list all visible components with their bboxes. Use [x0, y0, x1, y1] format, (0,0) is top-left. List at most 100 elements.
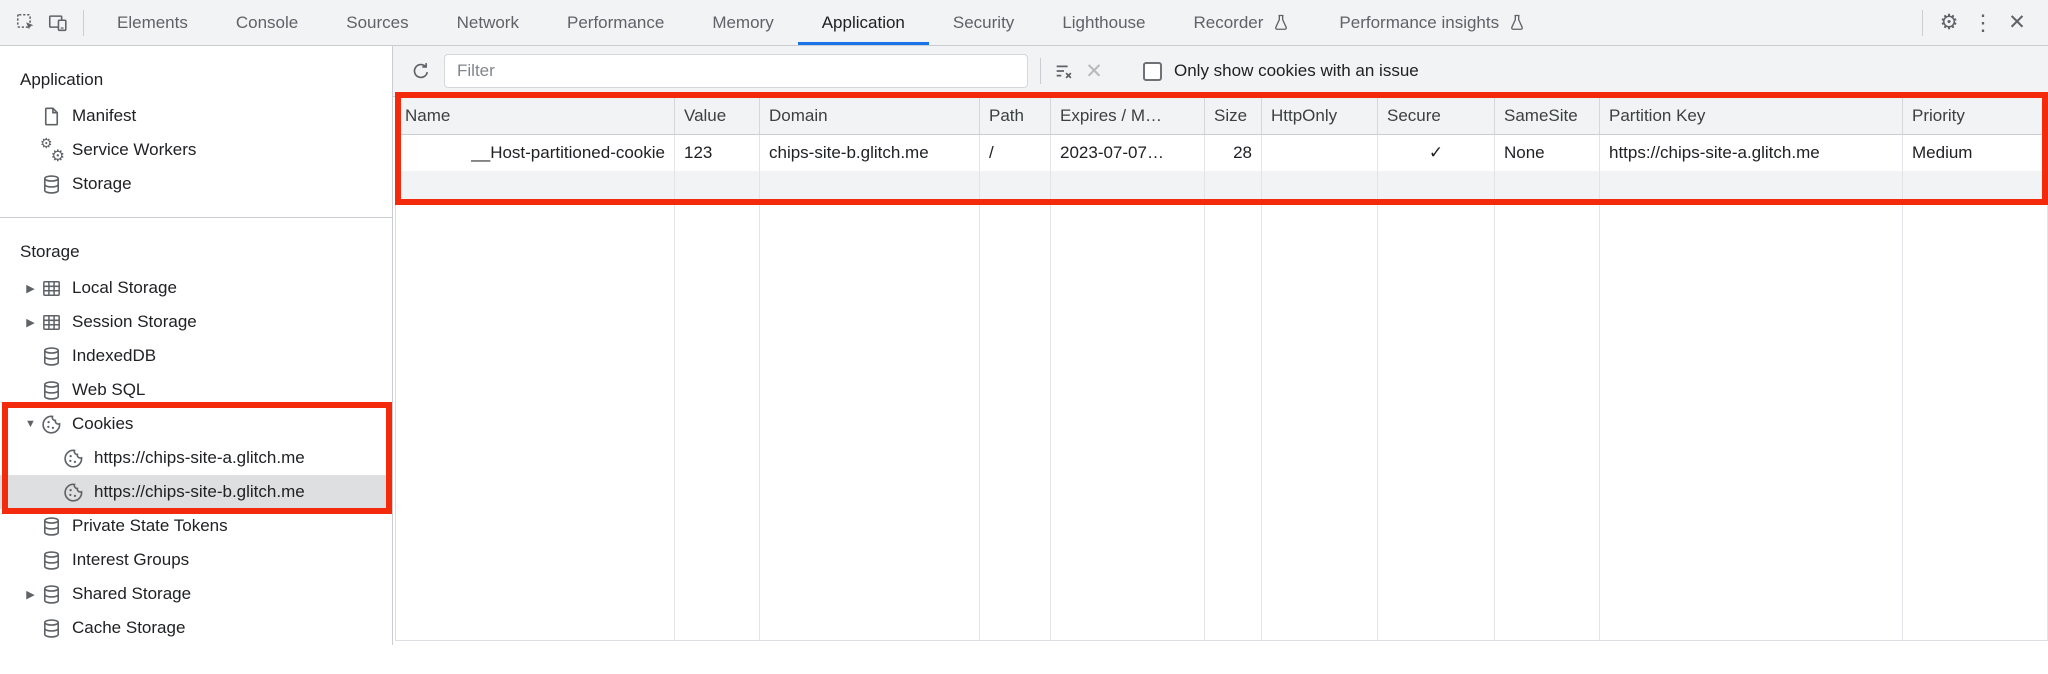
sidebar-item-https-chips-site-a-glitch-me[interactable]: https://chips-site-a.glitch.me — [0, 441, 392, 475]
delete-selected-button[interactable]: ✕ — [1079, 56, 1109, 86]
more-options-button[interactable]: ⋮ — [1966, 6, 2000, 40]
document-icon — [40, 105, 63, 128]
cell-httponly[interactable] — [1262, 135, 1378, 171]
sidebar-item-label: IndexedDB — [72, 346, 157, 365]
sidebar-item-shared-storage[interactable]: ▶ Shared Storage — [0, 577, 392, 611]
tab-application[interactable]: Application — [797, 0, 929, 45]
devtools-tab-bar: Elements Console Sources Network Performance… — [0, 0, 2048, 46]
tab-security[interactable]: Security — [929, 0, 1038, 45]
filler-cell — [1600, 171, 1903, 199]
tab-label: Lighthouse — [1062, 12, 1146, 32]
column-header-domain[interactable]: Domain — [760, 97, 980, 134]
device-toolbar-icon — [48, 14, 67, 31]
tab-label: Console — [235, 12, 299, 32]
sidebar-item-service-workers[interactable]: ⚙⚙Service Workers — [0, 133, 392, 167]
sidebar-item-cookies[interactable]: ▼Cookies — [0, 407, 392, 441]
tab-sources[interactable]: Sources — [322, 0, 432, 45]
tab-performance[interactable]: Performance — [543, 0, 688, 45]
filler-cell — [1262, 171, 1378, 199]
column-header-path[interactable]: Path — [980, 97, 1051, 134]
empty-cell — [1495, 199, 1600, 640]
tab-network[interactable]: Network — [433, 0, 543, 45]
device-toolbar-button[interactable] — [42, 7, 74, 39]
cell-partition-key[interactable]: https://chips-site-a.glitch.me — [1600, 135, 1903, 171]
sidebar-item-web-sql[interactable]: Web SQL — [0, 373, 392, 407]
tab-memory[interactable]: Memory — [688, 0, 797, 45]
gears-icon: ⚙⚙ — [40, 134, 65, 165]
cell-samesite[interactable]: None — [1495, 135, 1600, 171]
column-header-httponly[interactable]: HttpOnly — [1262, 97, 1378, 134]
column-header-expires-m[interactable]: Expires / M… — [1051, 97, 1205, 134]
filler-cell — [1495, 171, 1600, 199]
tab-performance-insights[interactable]: Performance insights — [1315, 0, 1551, 45]
column-header-value[interactable]: Value — [675, 97, 760, 134]
chevron-collapsed-icon[interactable]: ▶ — [26, 316, 35, 329]
cell-domain[interactable]: chips-site-b.glitch.me — [760, 135, 980, 171]
column-header-priority[interactable]: Priority — [1903, 97, 2048, 134]
chevron-collapsed-icon[interactable]: ▶ — [26, 588, 35, 601]
cell-priority[interactable]: Medium — [1903, 135, 2048, 171]
tab-console[interactable]: Console — [212, 0, 322, 45]
empty-cell — [760, 199, 980, 640]
cookie-icon — [40, 413, 63, 436]
cell-value[interactable]: 123 — [675, 135, 760, 171]
experiment-flask-icon — [1271, 13, 1291, 33]
sidebar-item-https-chips-site-b-glitch-me[interactable]: https://chips-site-b.glitch.me — [0, 475, 392, 509]
column-header-samesite[interactable]: SameSite — [1495, 97, 1600, 134]
table-empty-area — [396, 199, 2048, 640]
sidebar-item-interest-groups[interactable]: Interest Groups — [0, 543, 392, 577]
column-header-secure[interactable]: Secure — [1378, 97, 1495, 134]
tab-elements[interactable]: Elements — [93, 0, 212, 45]
cell-secure[interactable]: ✓ — [1378, 135, 1495, 171]
experiment-flask-icon — [1507, 13, 1527, 33]
sidebar-item-manifest[interactable]: Manifest — [0, 99, 392, 133]
sidebar-item-label: Shared Storage — [72, 584, 192, 603]
filler-cell — [760, 171, 980, 199]
grid-icon — [40, 277, 63, 300]
chevron-expanded-icon[interactable]: ▼ — [25, 418, 36, 430]
column-header-name[interactable]: Name — [396, 97, 675, 134]
column-header-size[interactable]: Size — [1205, 97, 1262, 134]
sidebar-item-label: Web SQL — [72, 380, 146, 399]
database-icon — [40, 549, 63, 572]
refresh-button[interactable] — [406, 56, 436, 86]
tab-label: Network — [456, 12, 519, 32]
sidebar-item-label: Storage — [72, 174, 132, 193]
sidebar-item-private-state-tokens[interactable]: Private State Tokens — [0, 509, 392, 543]
column-header-partition-key[interactable]: Partition Key — [1600, 97, 1903, 134]
cell-expires-m[interactable]: 2023-07-07… — [1051, 135, 1205, 171]
issue-filter-label[interactable]: Only show cookies with an issue — [1174, 61, 1419, 80]
refresh-icon — [413, 63, 429, 79]
cell-name[interactable]: __Host-partitioned-cookie — [396, 135, 675, 171]
inspect-element-button[interactable] — [10, 7, 42, 39]
sidebar-item-indexeddb[interactable]: IndexedDB — [0, 339, 392, 373]
settings-button[interactable]: ⚙ — [1932, 6, 1966, 40]
cell-size[interactable]: 28 — [1205, 135, 1262, 171]
close-devtools-button[interactable]: ✕ — [2000, 6, 2034, 40]
clear-filter-button[interactable] — [1049, 56, 1079, 86]
tab-lighthouse[interactable]: Lighthouse — [1038, 0, 1169, 45]
empty-cell — [1903, 199, 2048, 640]
sidebar-item-cache-storage[interactable]: Cache Storage — [0, 611, 392, 645]
tab-label: Application — [821, 12, 905, 32]
cell-path[interactable]: / — [980, 135, 1051, 171]
empty-cell — [1205, 199, 1262, 640]
sidebar-item-label: Local Storage — [72, 278, 177, 297]
sidebar-item-storage[interactable]: Storage — [0, 167, 392, 201]
empty-cell — [1051, 199, 1205, 640]
tab-label: Performance insights — [1339, 12, 1500, 32]
cookies-panel: ✕ Only show cookies with an issue NameVa… — [393, 46, 2048, 645]
tab-recorder[interactable]: Recorder — [1170, 0, 1316, 45]
sidebar-item-local-storage[interactable]: ▶ Local Storage — [0, 271, 392, 305]
gear-icon: ⚙ — [1939, 11, 1959, 34]
chevron-collapsed-icon[interactable]: ▶ — [26, 282, 35, 295]
database-icon — [40, 583, 63, 606]
sidebar-item-label: https://chips-site-b.glitch.me — [94, 482, 305, 501]
sidebar-item-session-storage[interactable]: ▶Session Storage — [0, 305, 392, 339]
empty-filler-row — [396, 171, 2048, 199]
toolbar-divider — [1922, 9, 1923, 36]
issue-filter-checkbox[interactable] — [1143, 61, 1162, 81]
filter-input[interactable] — [444, 54, 1028, 88]
